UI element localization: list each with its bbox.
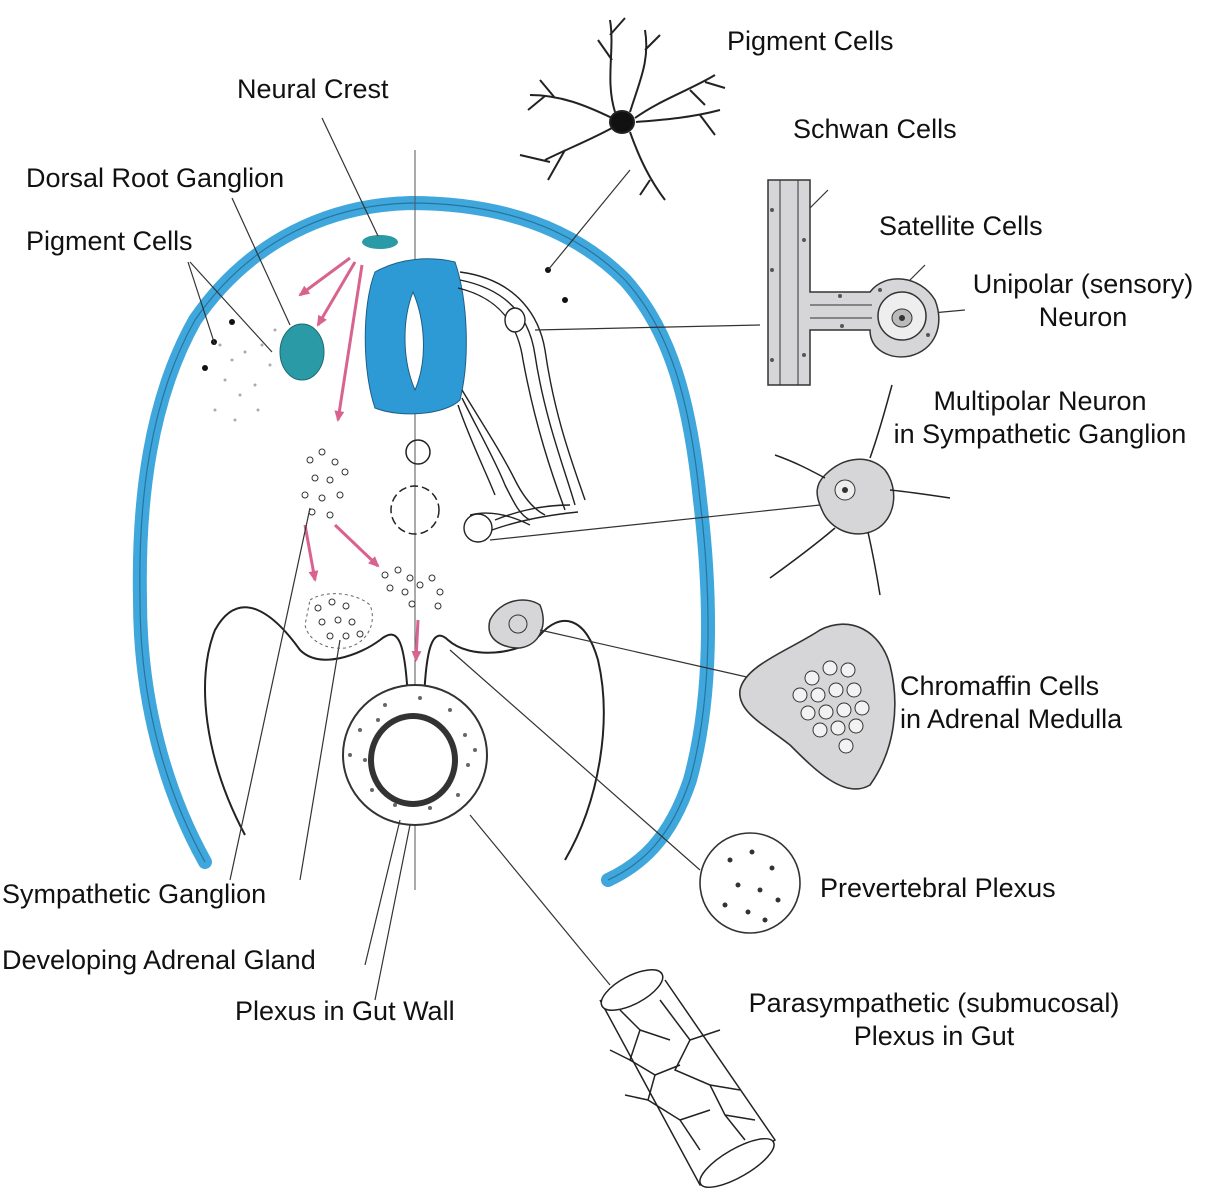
sympathetic-ganglion-outline: [304, 593, 373, 649]
label-satellite-cells: Satellite Cells: [879, 211, 1043, 241]
gut-plexus-illustration: [599, 969, 777, 1188]
notochord: [405, 439, 431, 465]
neural-tube: [364, 258, 467, 415]
label-multipolar-line-1: Multipolar Neuron: [933, 386, 1147, 416]
label-unipolar-line-2: Neuron: [1038, 302, 1128, 332]
dorsal-root-ganglion-shape: [279, 323, 325, 381]
label-parasympathetic-line-2: Plexus in Gut: [853, 1021, 1015, 1051]
label-chromaffin-line-1: Chromaffin Cells: [900, 671, 1100, 701]
label-parasympathetic-plexus: Parasympathetic (submucosal) Plexus in G…: [714, 987, 1154, 1053]
label-plexus-in-gut-wall: Plexus in Gut Wall: [235, 996, 455, 1026]
label-prevertebral-plexus: Prevertebral Plexus: [820, 873, 1056, 903]
callout-lines: [187, 117, 966, 1001]
label-developing-adrenal-gland: Developing Adrenal Gland: [2, 945, 316, 975]
schwann-satellite-illustration: [767, 179, 940, 386]
dorsal-aorta: [390, 485, 440, 535]
label-unipolar-line-1: Unipolar (sensory): [972, 269, 1194, 299]
label-parasympathetic-line-1: Parasympathetic (submucosal): [748, 988, 1120, 1018]
label-schwan-cells: Schwan Cells: [793, 114, 957, 144]
chromaffin-cells-illustration: [739, 623, 896, 790]
migration-arrows: [298, 256, 422, 662]
dermatome-stipple: [213, 328, 277, 422]
prevertebral-plexus-illustration: [699, 832, 801, 934]
multipolar-neuron-illustration: [769, 384, 951, 596]
label-chromaffin-cells: Chromaffin Cells in Adrenal Medulla: [900, 670, 1122, 736]
migrating-cell-clusters: [301, 448, 444, 640]
label-neural-crest: Neural Crest: [237, 74, 389, 104]
label-pigment-cells-left: Pigment Cells: [26, 226, 193, 256]
label-sympathetic-ganglion: Sympathetic Ganglion: [2, 879, 267, 909]
label-multipolar-line-2: in Sympathetic Ganglion: [893, 419, 1187, 449]
spinal-nerve-bundle: [457, 271, 586, 543]
label-pigment-cells-top: Pigment Cells: [727, 26, 894, 56]
label-dorsal-root-ganglion: Dorsal Root Ganglion: [26, 163, 285, 193]
neural-crest-blob: [362, 235, 398, 249]
label-unipolar-neuron: Unipolar (sensory) Neuron: [958, 268, 1208, 334]
mesentery-contour-left: [204, 606, 409, 836]
mesentery-contour-right: [423, 619, 605, 861]
adrenal-primordium: [488, 599, 544, 649]
label-chromaffin-line-2: in Adrenal Medulla: [900, 704, 1123, 734]
gut-tube: [342, 684, 488, 826]
label-multipolar-neuron: Multipolar Neuron in Sympathetic Ganglio…: [872, 385, 1208, 451]
pigment-cell-illustration: [519, 17, 726, 201]
